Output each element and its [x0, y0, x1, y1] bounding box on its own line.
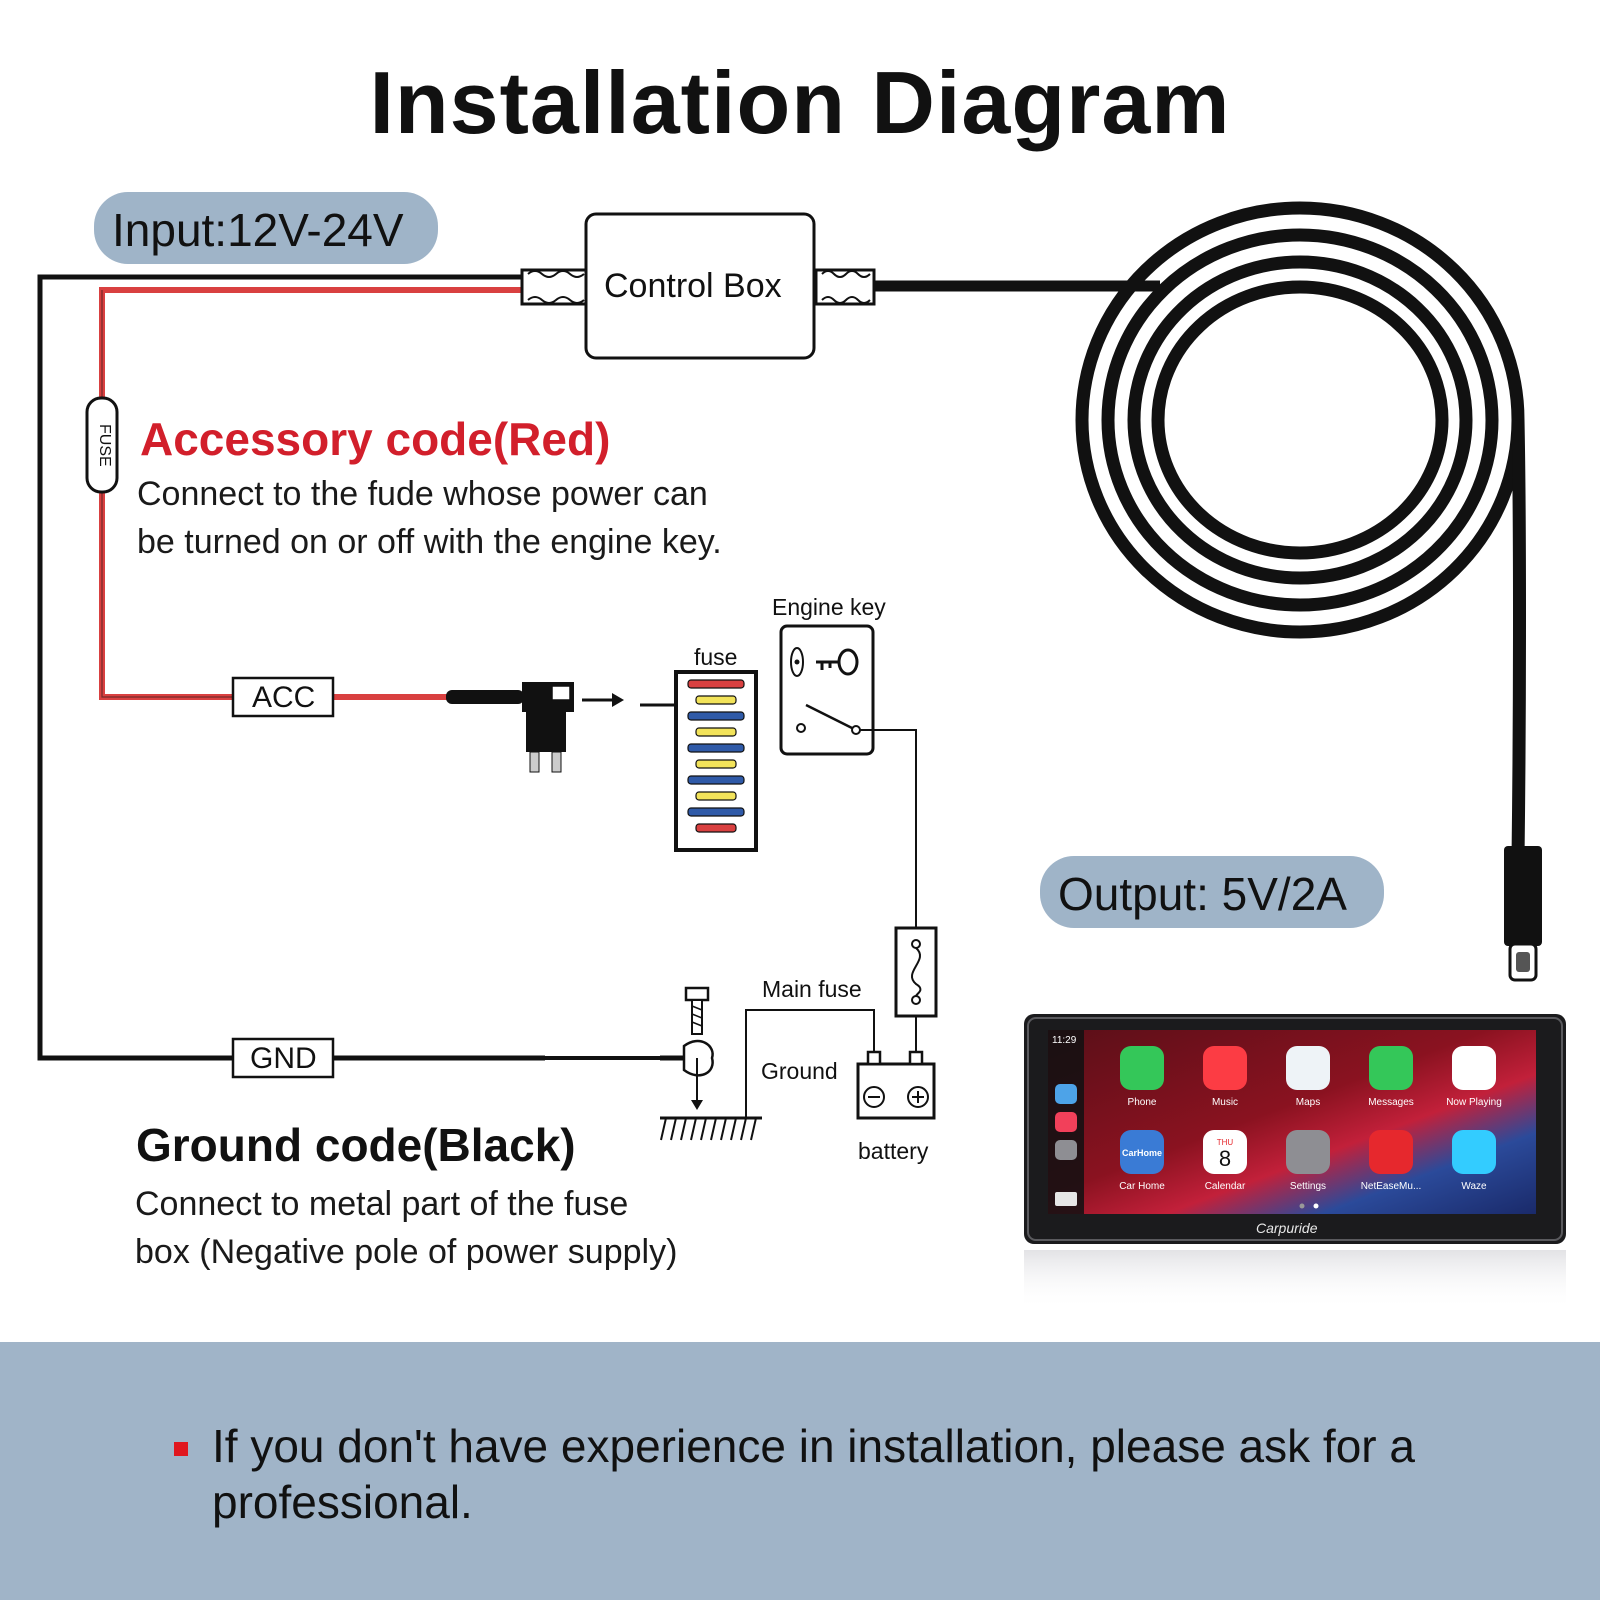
car-home-logo-text: CarHome: [1122, 1148, 1162, 1158]
key-to-fuse-wire: [860, 729, 917, 928]
usb-c-plug-icon: [1504, 846, 1542, 982]
ground-hatch-line: [710, 1117, 717, 1141]
bullet-icon: [174, 1442, 188, 1456]
fuse-slot: [695, 695, 737, 705]
battery-ground-wire: [745, 1009, 875, 1118]
phone-app-icon[interactable]: [1120, 1046, 1164, 1090]
fuse-slot: [687, 807, 745, 817]
ground-hatch-line: [680, 1117, 687, 1141]
fuse-slot: [695, 791, 737, 801]
fuse-label: fuse: [694, 644, 738, 670]
acc-label: ACC: [252, 681, 316, 714]
battery-label: battery: [858, 1138, 929, 1164]
music-app-icon[interactable]: [1203, 1046, 1247, 1090]
control-box: [584, 212, 816, 360]
ground-hatch-line: [740, 1117, 747, 1141]
ground-bolt-icon: [660, 986, 714, 1110]
ground-hatch-line: [670, 1117, 677, 1141]
acc-label-box: [231, 676, 335, 718]
accessory-heading: Accessory code(Red): [140, 413, 611, 465]
car-home-app-icon[interactable]: [1120, 1130, 1164, 1174]
fuse-slot: [687, 711, 745, 721]
messages-app-icon[interactable]: [1369, 1046, 1413, 1090]
ground-hatch-line: [690, 1117, 697, 1141]
fuse-slot: [687, 743, 745, 753]
engine-key-switch-icon: [779, 624, 875, 756]
calendar-date: 8: [1219, 1146, 1231, 1171]
device-brand-logo: Carpuride: [1256, 1220, 1318, 1236]
ground-hatch-line: [730, 1117, 737, 1141]
device-clock: 11:29: [1052, 1035, 1077, 1046]
main-fuse-icon: [894, 926, 938, 1018]
black-input-wire: [37, 274, 524, 1061]
app-label: Maps: [1296, 1097, 1320, 1108]
ground-heading: Ground code(Black): [136, 1119, 576, 1171]
ground-label: Ground: [761, 1058, 838, 1084]
ground-hatch-line: [660, 1117, 667, 1141]
accessory-desc-line1: Connect to the fude whose power can: [137, 475, 708, 513]
dashboard-toggle-icon: [1055, 1192, 1077, 1206]
fuse-slot: [695, 823, 737, 833]
fuse-slot: [695, 727, 737, 737]
maps-sidebar-icon: [1055, 1084, 1077, 1104]
fuse-tap-icon: [446, 682, 574, 773]
now-playing-app-icon[interactable]: [1452, 1046, 1496, 1090]
app-label: Settings: [1290, 1181, 1326, 1192]
fuse-slot: [687, 679, 745, 689]
app-label: Now Playing: [1446, 1097, 1502, 1108]
app-label: Messages: [1368, 1097, 1414, 1108]
control-box-label: Control Box: [604, 267, 782, 305]
app-label: NetEaseMu...: [1361, 1181, 1422, 1192]
ground-hatch-line: [720, 1117, 727, 1141]
waze-app-icon[interactable]: [1452, 1130, 1496, 1174]
app-label: Phone: [1128, 1097, 1157, 1108]
arrow-right-icon: [582, 693, 674, 707]
app-label: Music: [1212, 1097, 1238, 1108]
output-voltage-label: Output: 5V/2A: [1058, 868, 1347, 920]
maps-app-icon[interactable]: [1286, 1046, 1330, 1090]
fuse-box-icon: [674, 670, 758, 852]
ground-hatch-line: [700, 1117, 707, 1141]
netease-music-app-icon[interactable]: [1369, 1130, 1413, 1174]
output-voltage-badge: [1040, 856, 1384, 928]
app-label: Calendar: [1205, 1181, 1246, 1192]
app-label: Car Home: [1119, 1181, 1165, 1192]
installation-note: If you don't have experience in installa…: [212, 1420, 1415, 1528]
ground-symbol-icon: [660, 1116, 762, 1141]
fuse-slot: [687, 775, 745, 785]
settings-sidebar-icon: [1055, 1140, 1077, 1160]
coiled-usb-cable: [1075, 201, 1526, 861]
input-voltage-label: Input:12V-24V: [112, 204, 404, 256]
calendar-day: THU: [1217, 1138, 1234, 1147]
music-sidebar-icon: [1055, 1112, 1077, 1132]
ground-desc-line1: Connect to metal part of the fuse: [135, 1185, 629, 1223]
accessory-desc-line2: be turned on or off with the engine key.: [137, 523, 722, 561]
gnd-label-box: [231, 1037, 335, 1079]
app-label: Waze: [1461, 1181, 1487, 1192]
ground-hatch-line: [750, 1117, 757, 1141]
page-title: Installation Diagram: [369, 53, 1231, 152]
fuse-slot: [695, 759, 737, 769]
fuse-tag-label: FUSE: [96, 424, 113, 467]
settings-app-icon[interactable]: [1286, 1130, 1330, 1174]
calendar-app-icon[interactable]: [1203, 1130, 1247, 1174]
input-voltage-badge: [94, 192, 438, 264]
main-fuse-label: Main fuse: [762, 976, 862, 1002]
battery-icon: [856, 1050, 936, 1120]
inline-fuse-holder: [85, 396, 119, 494]
note-banner: [0, 1342, 1600, 1600]
gnd-label: GND: [250, 1042, 317, 1075]
engine-key-label: Engine key: [772, 594, 886, 620]
ground-desc-line2: box (Negative pole of power supply): [135, 1233, 678, 1271]
